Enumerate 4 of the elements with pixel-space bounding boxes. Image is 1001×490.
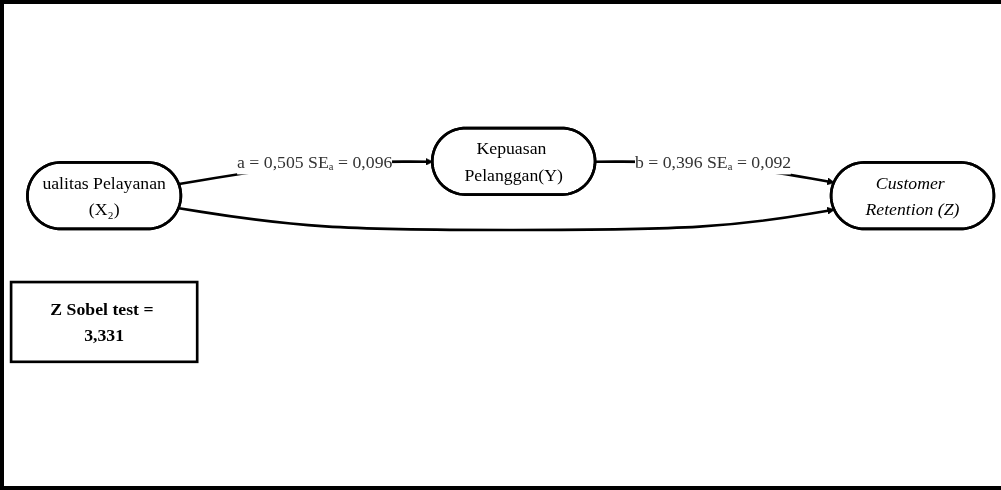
edge-label: b = 0,396 SEₐ = 0,092 bbox=[634, 151, 792, 172]
node-box: Z Sobel test = 3,331 bbox=[9, 280, 199, 364]
arrow bbox=[178, 206, 835, 232]
edge-label: a = 0,505 SEₐ = 0,096 bbox=[237, 151, 393, 172]
